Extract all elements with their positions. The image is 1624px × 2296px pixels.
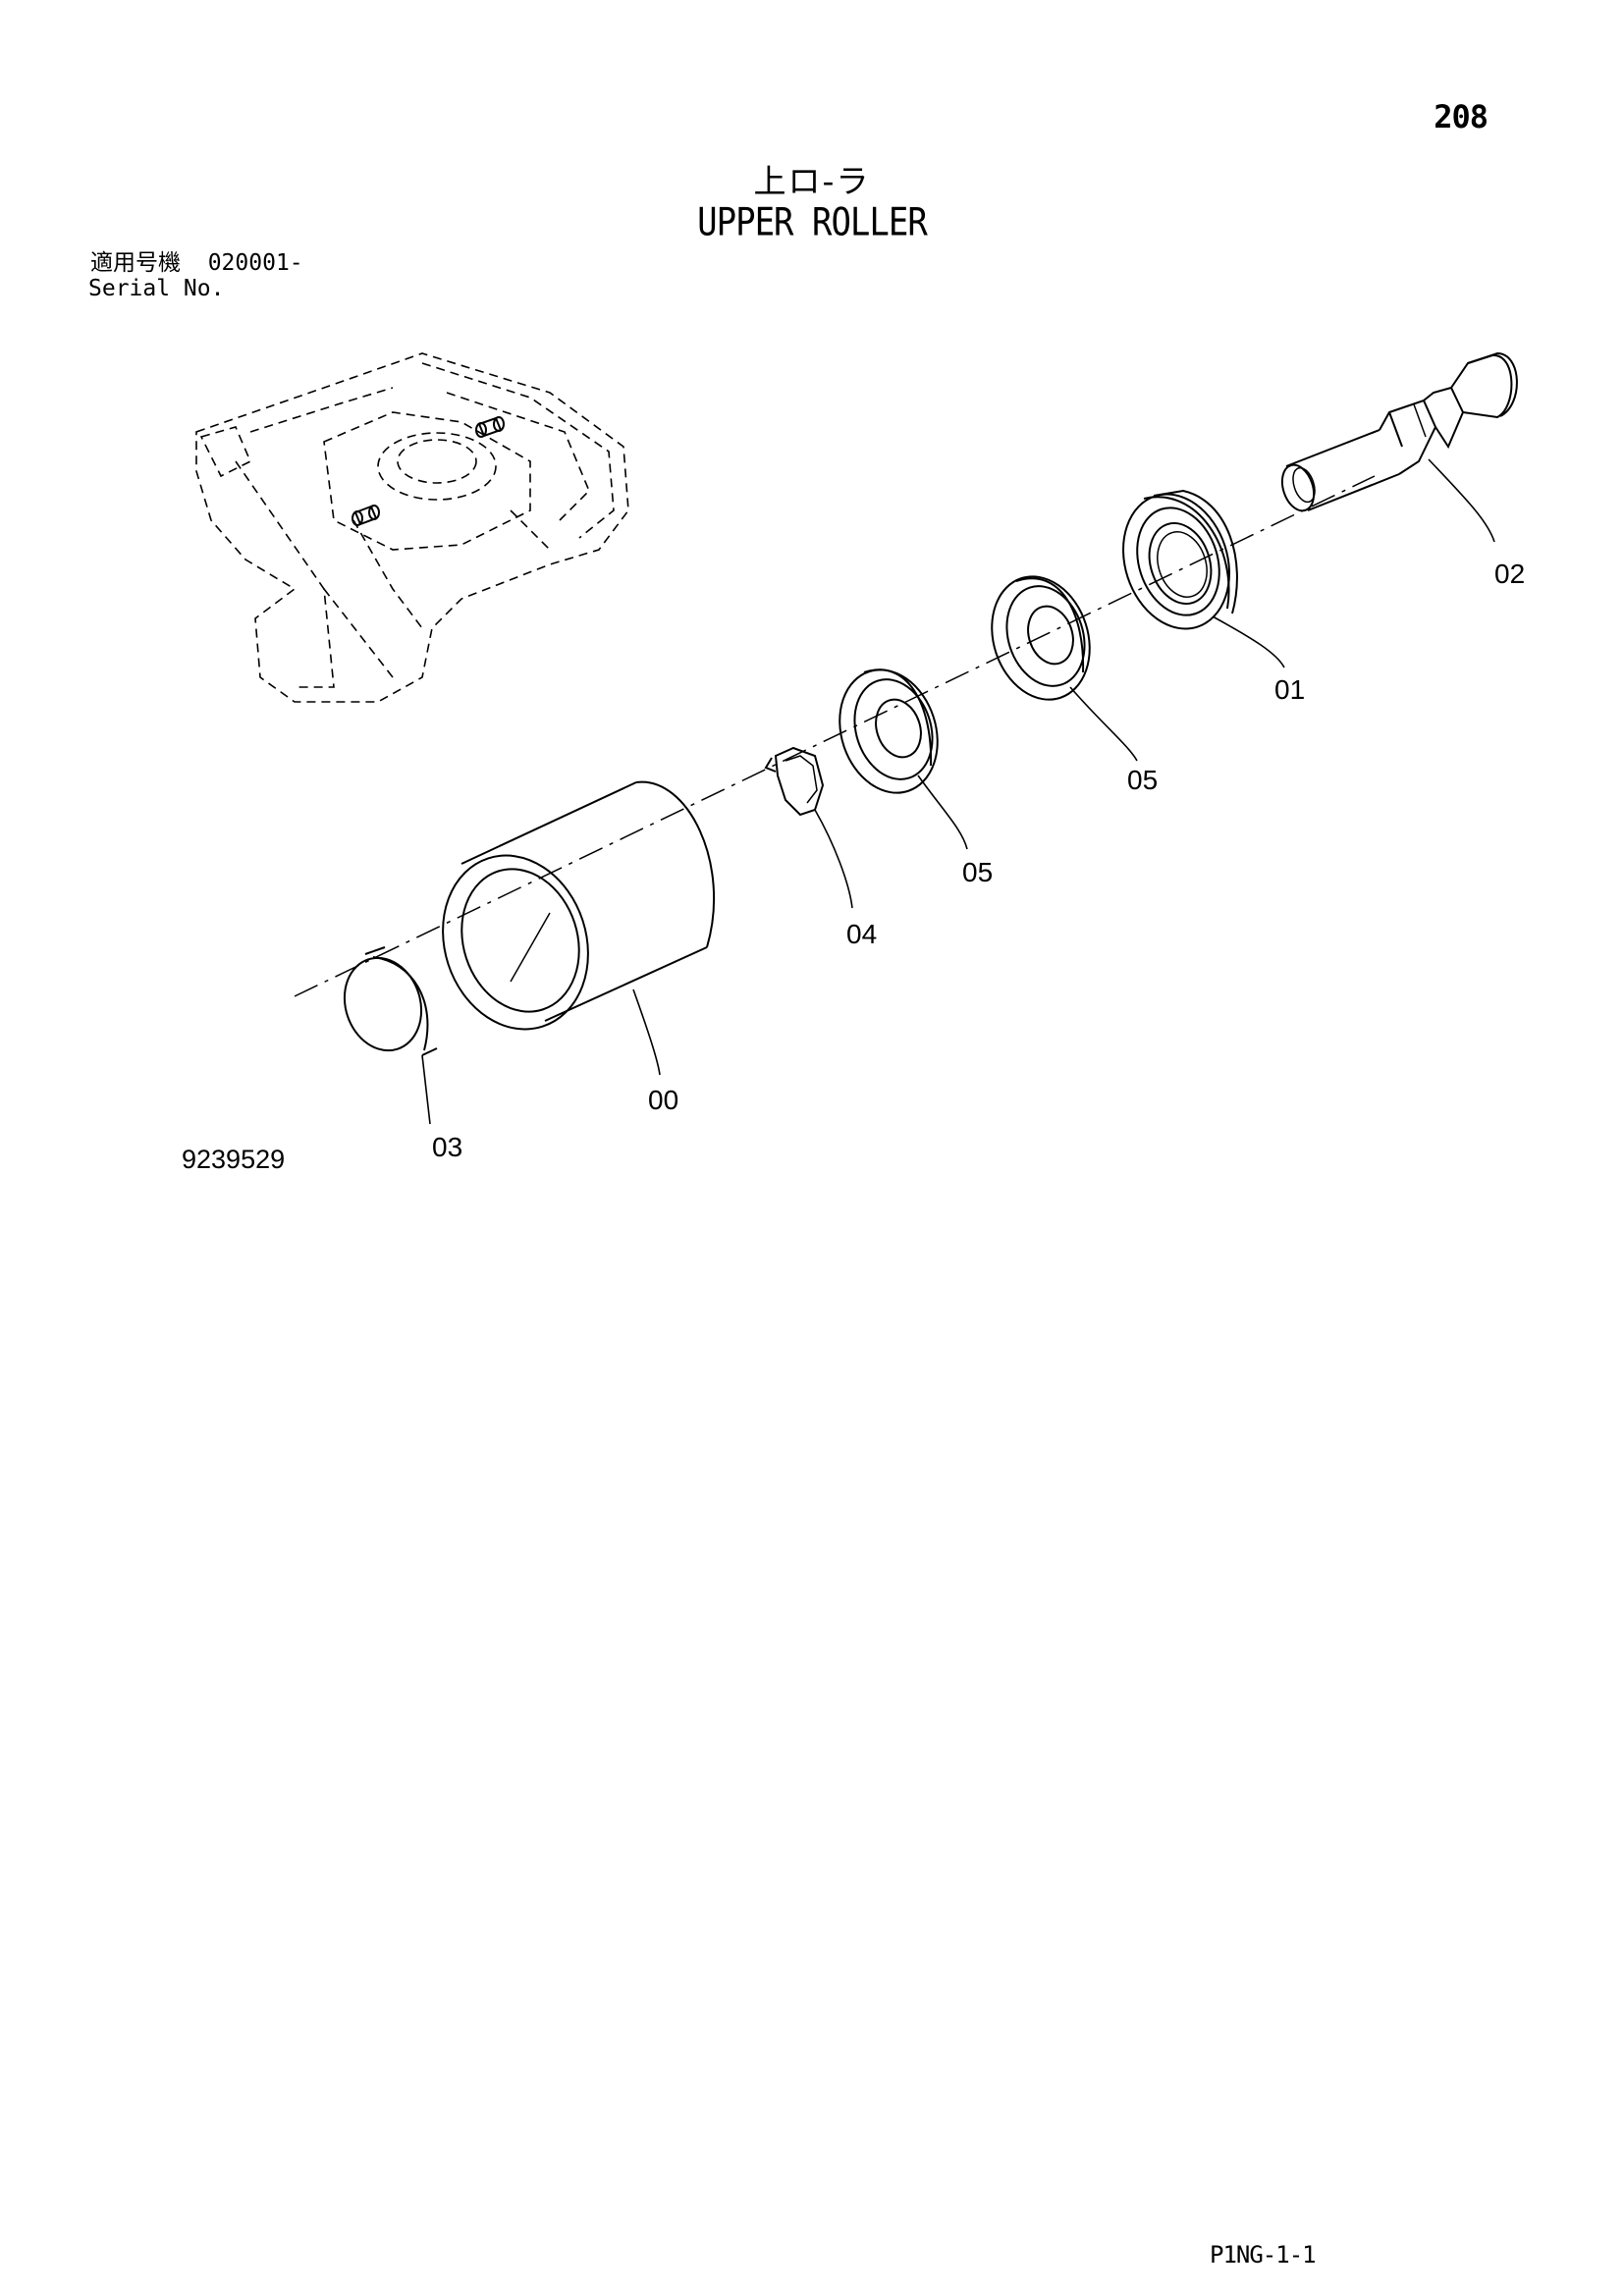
page-title-japanese: 上ロ-ラ (753, 162, 871, 200)
serial-label-japanese: 適用号機 (90, 250, 181, 276)
part-bearing-outer (991, 575, 1091, 701)
callouts: 00 03 04 05 05 01 02 (421, 458, 1525, 1162)
callout-roller-body: 00 (648, 1085, 678, 1115)
leader-line-snap-ring (814, 809, 853, 909)
serial-row-japanese: 適用号機 020001- (90, 250, 303, 277)
leader-line-cap (421, 1054, 431, 1125)
highlighted-roller-lower (352, 505, 380, 526)
leader-line-bearing-outer (1069, 686, 1138, 762)
callout-bearing-inner: 05 (962, 857, 993, 887)
part-bearing-inner (839, 668, 939, 794)
assembly-axis-line (294, 475, 1376, 997)
part-cap (343, 946, 438, 1056)
part-roller-body (442, 780, 716, 1031)
undercarriage-location-view (195, 352, 629, 703)
leader-line-bearing-inner (917, 774, 968, 850)
page-title: UPPER ROLLER (697, 200, 928, 245)
serial-value: 020001- (207, 250, 303, 276)
part-shaft (1280, 351, 1518, 512)
callout-seal: 01 (1274, 674, 1305, 705)
serial-info: 適用号機 020001- Serial No. (88, 250, 303, 301)
callout-shaft: 02 (1494, 559, 1525, 589)
callout-bearing-outer: 05 (1127, 765, 1158, 795)
callout-snap-ring: 04 (846, 919, 877, 949)
callout-cap: 03 (432, 1132, 462, 1162)
leader-line-seal (1212, 615, 1285, 668)
footer-code: P1NG-1-1 (1210, 2241, 1317, 2269)
highlighted-roller-upper (475, 416, 505, 438)
part-snap-ring (764, 746, 825, 817)
leader-line-shaft (1428, 458, 1495, 543)
drawing-number: 9239529 (182, 1145, 286, 1174)
leader-line-roller-body (632, 988, 661, 1076)
part-seal (1122, 489, 1238, 630)
page-number: 208 (1434, 98, 1489, 135)
serial-label: Serial No. (88, 276, 225, 301)
